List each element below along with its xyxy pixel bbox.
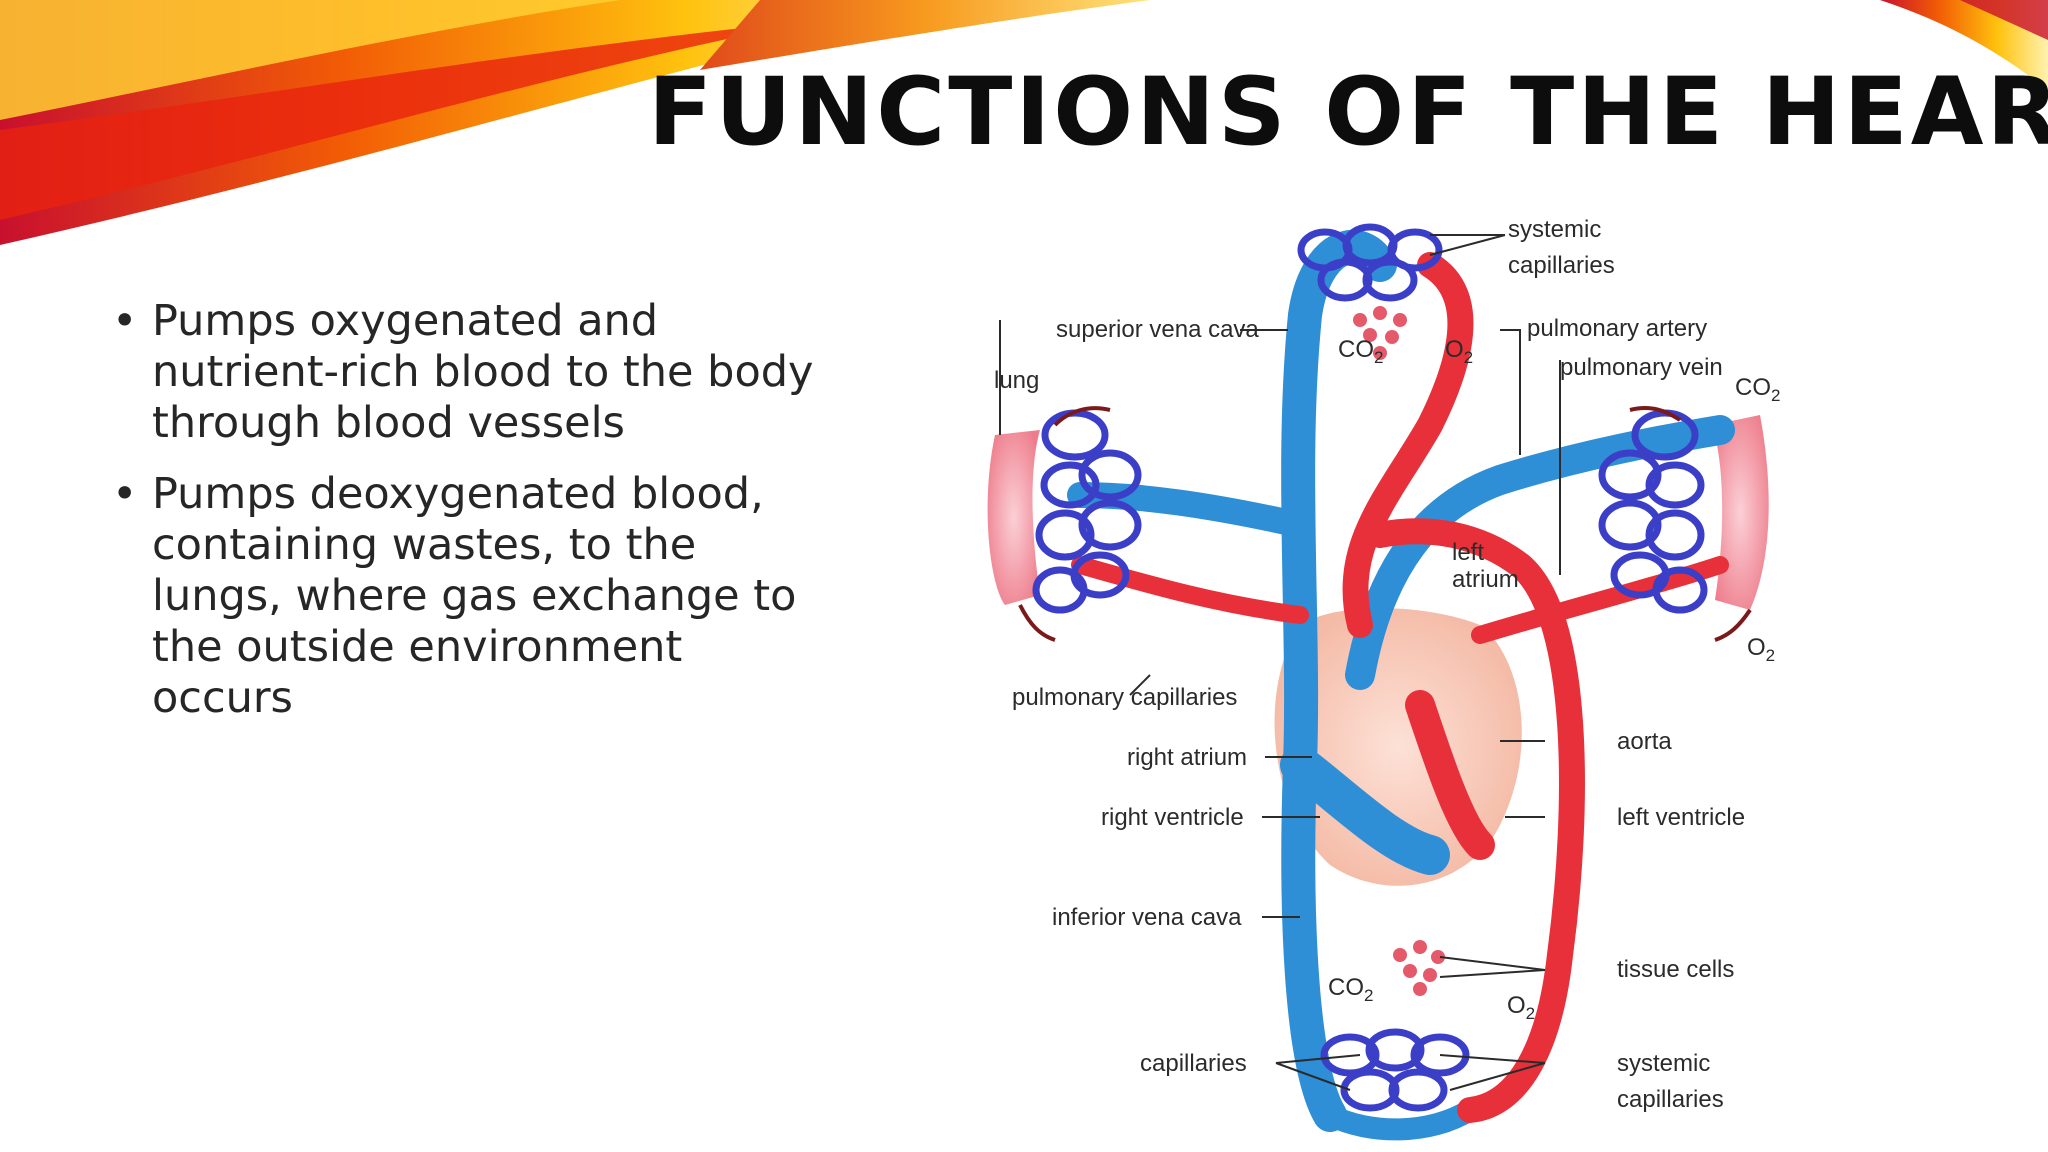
gas-o2-top: O2 [1445, 336, 1473, 367]
label-left-atrium: left [1452, 539, 1484, 566]
label-aorta: aorta [1617, 728, 1672, 755]
gas-o2-right-lung: O2 [1747, 634, 1775, 665]
label-systemic-capillaries-top: systemic [1508, 216, 1601, 243]
leader-lines [999, 234, 1561, 1091]
label-left-atrium-2: atrium [1452, 566, 1519, 593]
label-pulmonary-capillaries: pulmonary capillaries [1012, 684, 1237, 711]
systemic-capillaries-bottom [1320, 1028, 1470, 1112]
systemic-capillaries-top [1297, 223, 1443, 302]
left-lung [987, 430, 1040, 605]
label-right-atrium: right atrium [1127, 744, 1247, 771]
label-systemic-capillaries-bottom: systemic [1617, 1050, 1710, 1077]
bullet-item: • Pumps oxygenated and nutrient-rich blo… [104, 296, 824, 449]
gas-o2-bottom: O2 [1507, 992, 1535, 1023]
label-pulmonary-artery: pulmonary artery [1527, 315, 1707, 342]
tissue-cells-top [1353, 306, 1407, 360]
pulmonary-capillaries-left [1032, 409, 1142, 614]
label-left-ventricle: left ventricle [1617, 804, 1745, 831]
label-tissue-cells: tissue cells [1617, 956, 1734, 983]
slide-title: FUNCTIONS OF THE HEART [648, 58, 2048, 167]
label-capillaries: capillaries [1140, 1050, 1247, 1077]
bullet-text: Pumps oxygenated and nutrient-rich blood… [152, 296, 814, 448]
gas-co2-top: CO2 [1338, 336, 1383, 367]
decorative-swoosh [0, 0, 2048, 245]
gas-labels: CO2 O2 CO2 O2 CO2 O2 [1328, 336, 1780, 1023]
label-lung: lung [994, 367, 1039, 394]
gas-co2-bottom: CO2 [1328, 974, 1373, 1005]
bullet-marker: • [112, 296, 138, 346]
bullet-text: Pumps deoxygenated blood, containing was… [152, 469, 797, 723]
diagram-labels: systemic capillaries superior vena cava … [994, 216, 1745, 1113]
tissue-cells-bottom [1393, 940, 1445, 996]
bullet-list: • Pumps oxygenated and nutrient-rich blo… [104, 296, 824, 744]
label-right-ventricle: right ventricle [1101, 804, 1244, 831]
label-superior-vena-cava: superior vena cava [1056, 316, 1259, 343]
label-inferior-vena-cava: inferior vena cava [1052, 904, 1242, 931]
bullet-item: • Pumps deoxygenated blood, containing w… [104, 469, 824, 724]
label-pulmonary-vein: pulmonary vein [1560, 354, 1723, 381]
label-systemic-capillaries-bottom-2: capillaries [1617, 1086, 1724, 1113]
flow-arrows [1018, 406, 1752, 642]
bullet-marker: • [112, 469, 138, 519]
circulation-diagram: systemic capillaries superior vena cava … [987, 216, 1780, 1141]
gas-co2-right-lung: CO2 [1735, 374, 1780, 405]
label-systemic-capillaries-top-2: capillaries [1508, 252, 1615, 279]
oxygenated-vessels [1071, 252, 1729, 1123]
